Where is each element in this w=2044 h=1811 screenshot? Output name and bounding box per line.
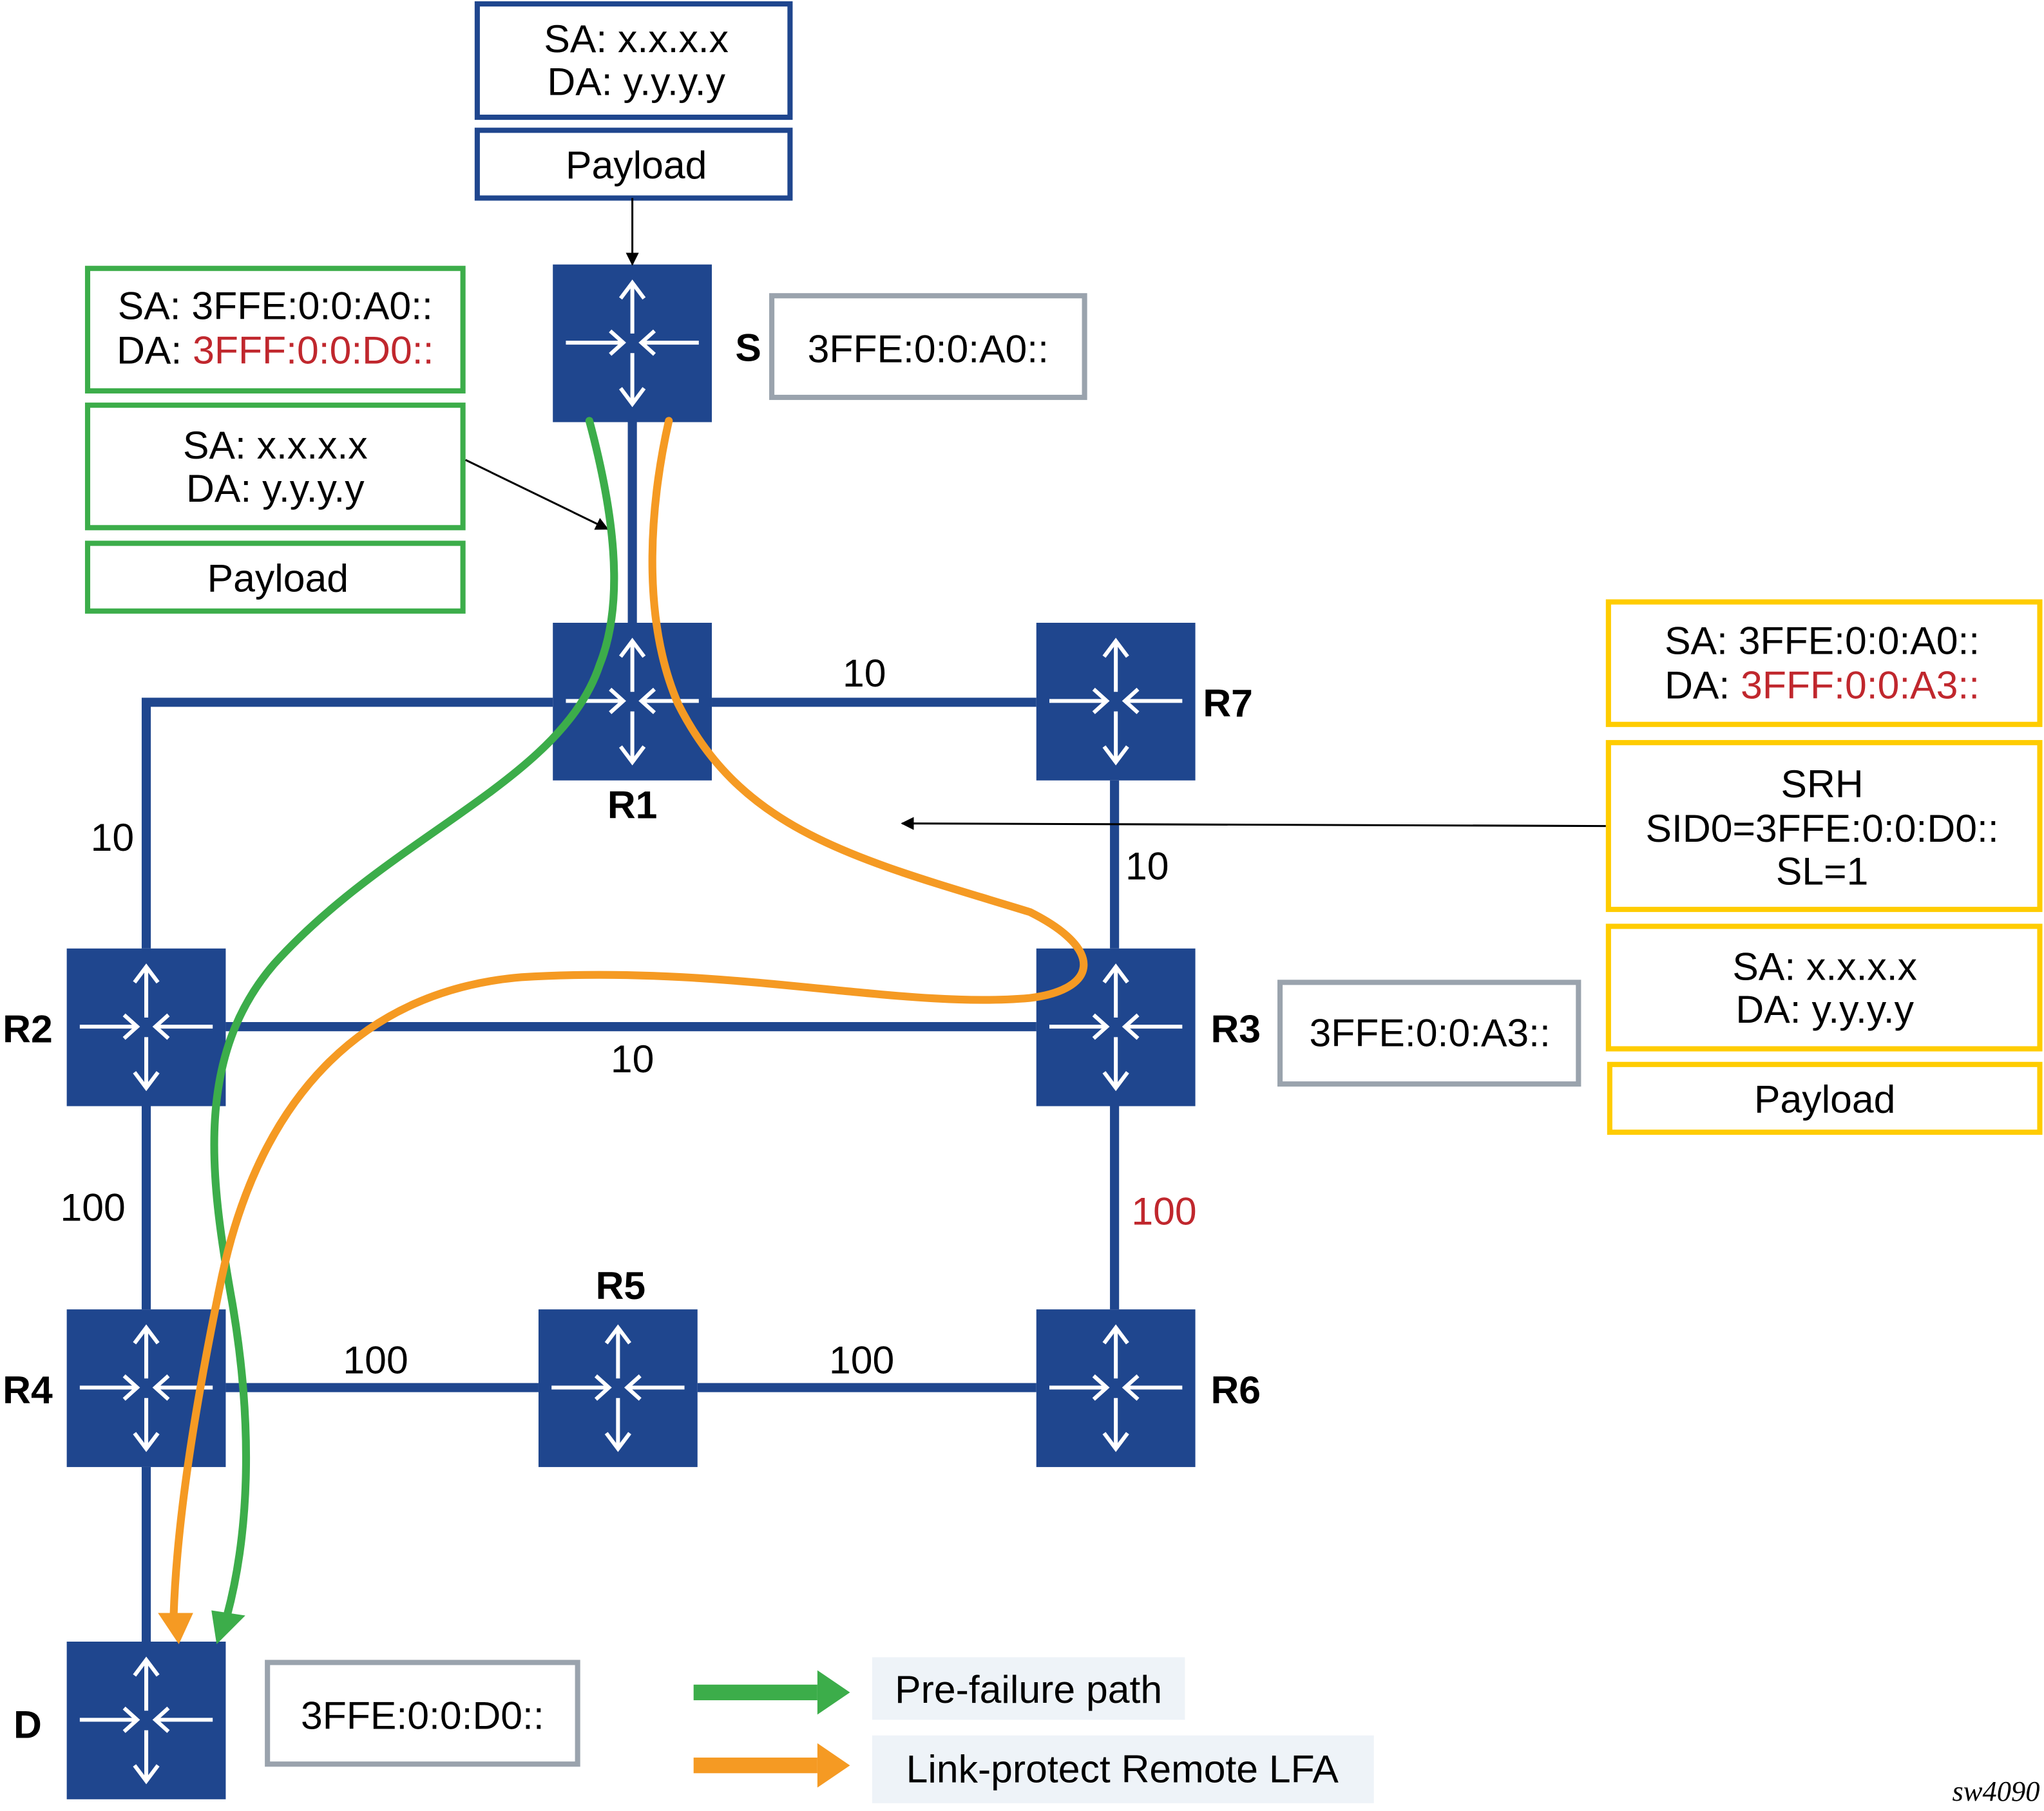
- packet-lfa-srh-title: SRH: [1781, 762, 1864, 806]
- packet-lfa-srh-sl: SL=1: [1776, 849, 1868, 893]
- router-label-r6: R6: [1210, 1368, 1261, 1412]
- packet-original-sa: SA: x.x.x.x: [544, 17, 729, 61]
- router-label-r5: R5: [596, 1264, 646, 1307]
- path-pre-failure: [210, 417, 618, 1620]
- legend-item-pre-failure: Pre-failure path: [693, 1657, 1185, 1720]
- router-icon: [553, 623, 712, 781]
- legend-label-pre-failure: Pre-failure path: [895, 1667, 1162, 1711]
- address-d: 3FFE:0:0:D0::: [301, 1694, 544, 1738]
- metric-r7-r3: 10: [1125, 844, 1169, 888]
- router-icon: [553, 265, 712, 422]
- address-r3: 3FFE:0:0:A3::: [1309, 1010, 1550, 1054]
- address-box-r3: 3FFE:0:0:A3::: [1277, 980, 1581, 1087]
- packet-lfa-outer-da: DA: 3FFF:0:0:A3::: [1665, 663, 1980, 706]
- metric-r2-r4: 100: [60, 1186, 125, 1229]
- packet-pre-failure-payload: Payload: [207, 556, 349, 600]
- packet-original: SA: x.x.x.x DA: y.y.y.y Payload: [474, 1, 793, 266]
- router-s[interactable]: [553, 265, 712, 422]
- router-r2[interactable]: [67, 949, 226, 1106]
- arrowhead-remote-lfa: [158, 1613, 193, 1645]
- packet-remote-lfa: SA: 3FFE:0:0:A0:: DA: 3FFF:0:0:A3:: SRH …: [901, 599, 2043, 1135]
- legend: Pre-failure path Link-protect Remote LFA: [693, 1657, 1374, 1803]
- router-r5[interactable]: [539, 1309, 698, 1467]
- paths: [158, 417, 1088, 1645]
- router-icon: [67, 1642, 226, 1799]
- router-icon: [539, 1309, 698, 1467]
- packet-original-payload: Payload: [566, 143, 707, 187]
- address-box-s: 3FFE:0:0:A0::: [769, 293, 1087, 401]
- router-icon: [1036, 949, 1196, 1106]
- link-r1-r2: [141, 697, 553, 949]
- packet-lfa-inner-sa: SA: x.x.x.x: [1732, 944, 1917, 988]
- legend-label-remote-lfa: Link-protect Remote LFA: [906, 1747, 1339, 1790]
- router-r3[interactable]: [1036, 949, 1196, 1106]
- router-label-s: S: [735, 325, 761, 369]
- router-label-r2: R2: [3, 1007, 53, 1050]
- metric-r1-r7: 10: [843, 651, 886, 695]
- packet-lfa-outer-sa: SA: 3FFE:0:0:A0::: [1665, 619, 1980, 663]
- router-r6[interactable]: [1036, 1309, 1196, 1467]
- packet-original-da: DA: y.y.y.y: [547, 60, 725, 104]
- path-remote-lfa: [169, 417, 1088, 1620]
- packet-pre-failure-outer-da: DA: 3FFF:0:0:D0::: [117, 328, 434, 372]
- metric-r2-r3: 10: [611, 1037, 654, 1081]
- metric-r3-r6-failed: 100: [1131, 1190, 1196, 1233]
- router-r1[interactable]: [553, 623, 712, 781]
- router-icon: [67, 949, 226, 1106]
- address-box-d: 3FFE:0:0:D0::: [265, 1660, 580, 1767]
- metric-r4-r5: 100: [343, 1338, 408, 1381]
- router-icon: [1036, 1309, 1196, 1467]
- arrowhead-pre-failure: [211, 1610, 245, 1645]
- legend-item-remote-lfa: Link-protect Remote LFA: [693, 1735, 1374, 1803]
- packet-pre-failure-outer-sa: SA: 3FFE:0:0:A0::: [118, 284, 433, 328]
- router-label-r1: R1: [607, 782, 658, 826]
- links: [141, 421, 1120, 1642]
- router-r7[interactable]: [1036, 623, 1196, 781]
- packet-pre-failure: SA: 3FFE:0:0:A0:: DA: 3FFF:0:0:D0:: SA: …: [84, 265, 609, 614]
- metric-r5-r6: 100: [829, 1338, 894, 1381]
- figure-id: sw4090: [1952, 1775, 2039, 1807]
- address-s: 3FFE:0:0:A0::: [808, 327, 1049, 370]
- router-label-d: D: [14, 1703, 42, 1747]
- router-d[interactable]: [67, 1642, 226, 1799]
- packet-lfa-inner-da: DA: y.y.y.y: [1735, 987, 1914, 1031]
- packet-lfa-srh-sid0: SID0=3FFE:0:0:D0::: [1646, 806, 1999, 850]
- router-icon: [1036, 623, 1196, 781]
- router-label-r7: R7: [1203, 681, 1253, 725]
- packet-pre-failure-inner-sa: SA: x.x.x.x: [183, 423, 368, 467]
- router-label-r4: R4: [3, 1368, 53, 1412]
- metric-r1-r2: 10: [91, 815, 135, 859]
- packet-pre-failure-inner-da: DA: y.y.y.y: [186, 466, 365, 510]
- router-label-r3: R3: [1210, 1007, 1261, 1050]
- packet-lfa-payload: Payload: [1754, 1077, 1895, 1121]
